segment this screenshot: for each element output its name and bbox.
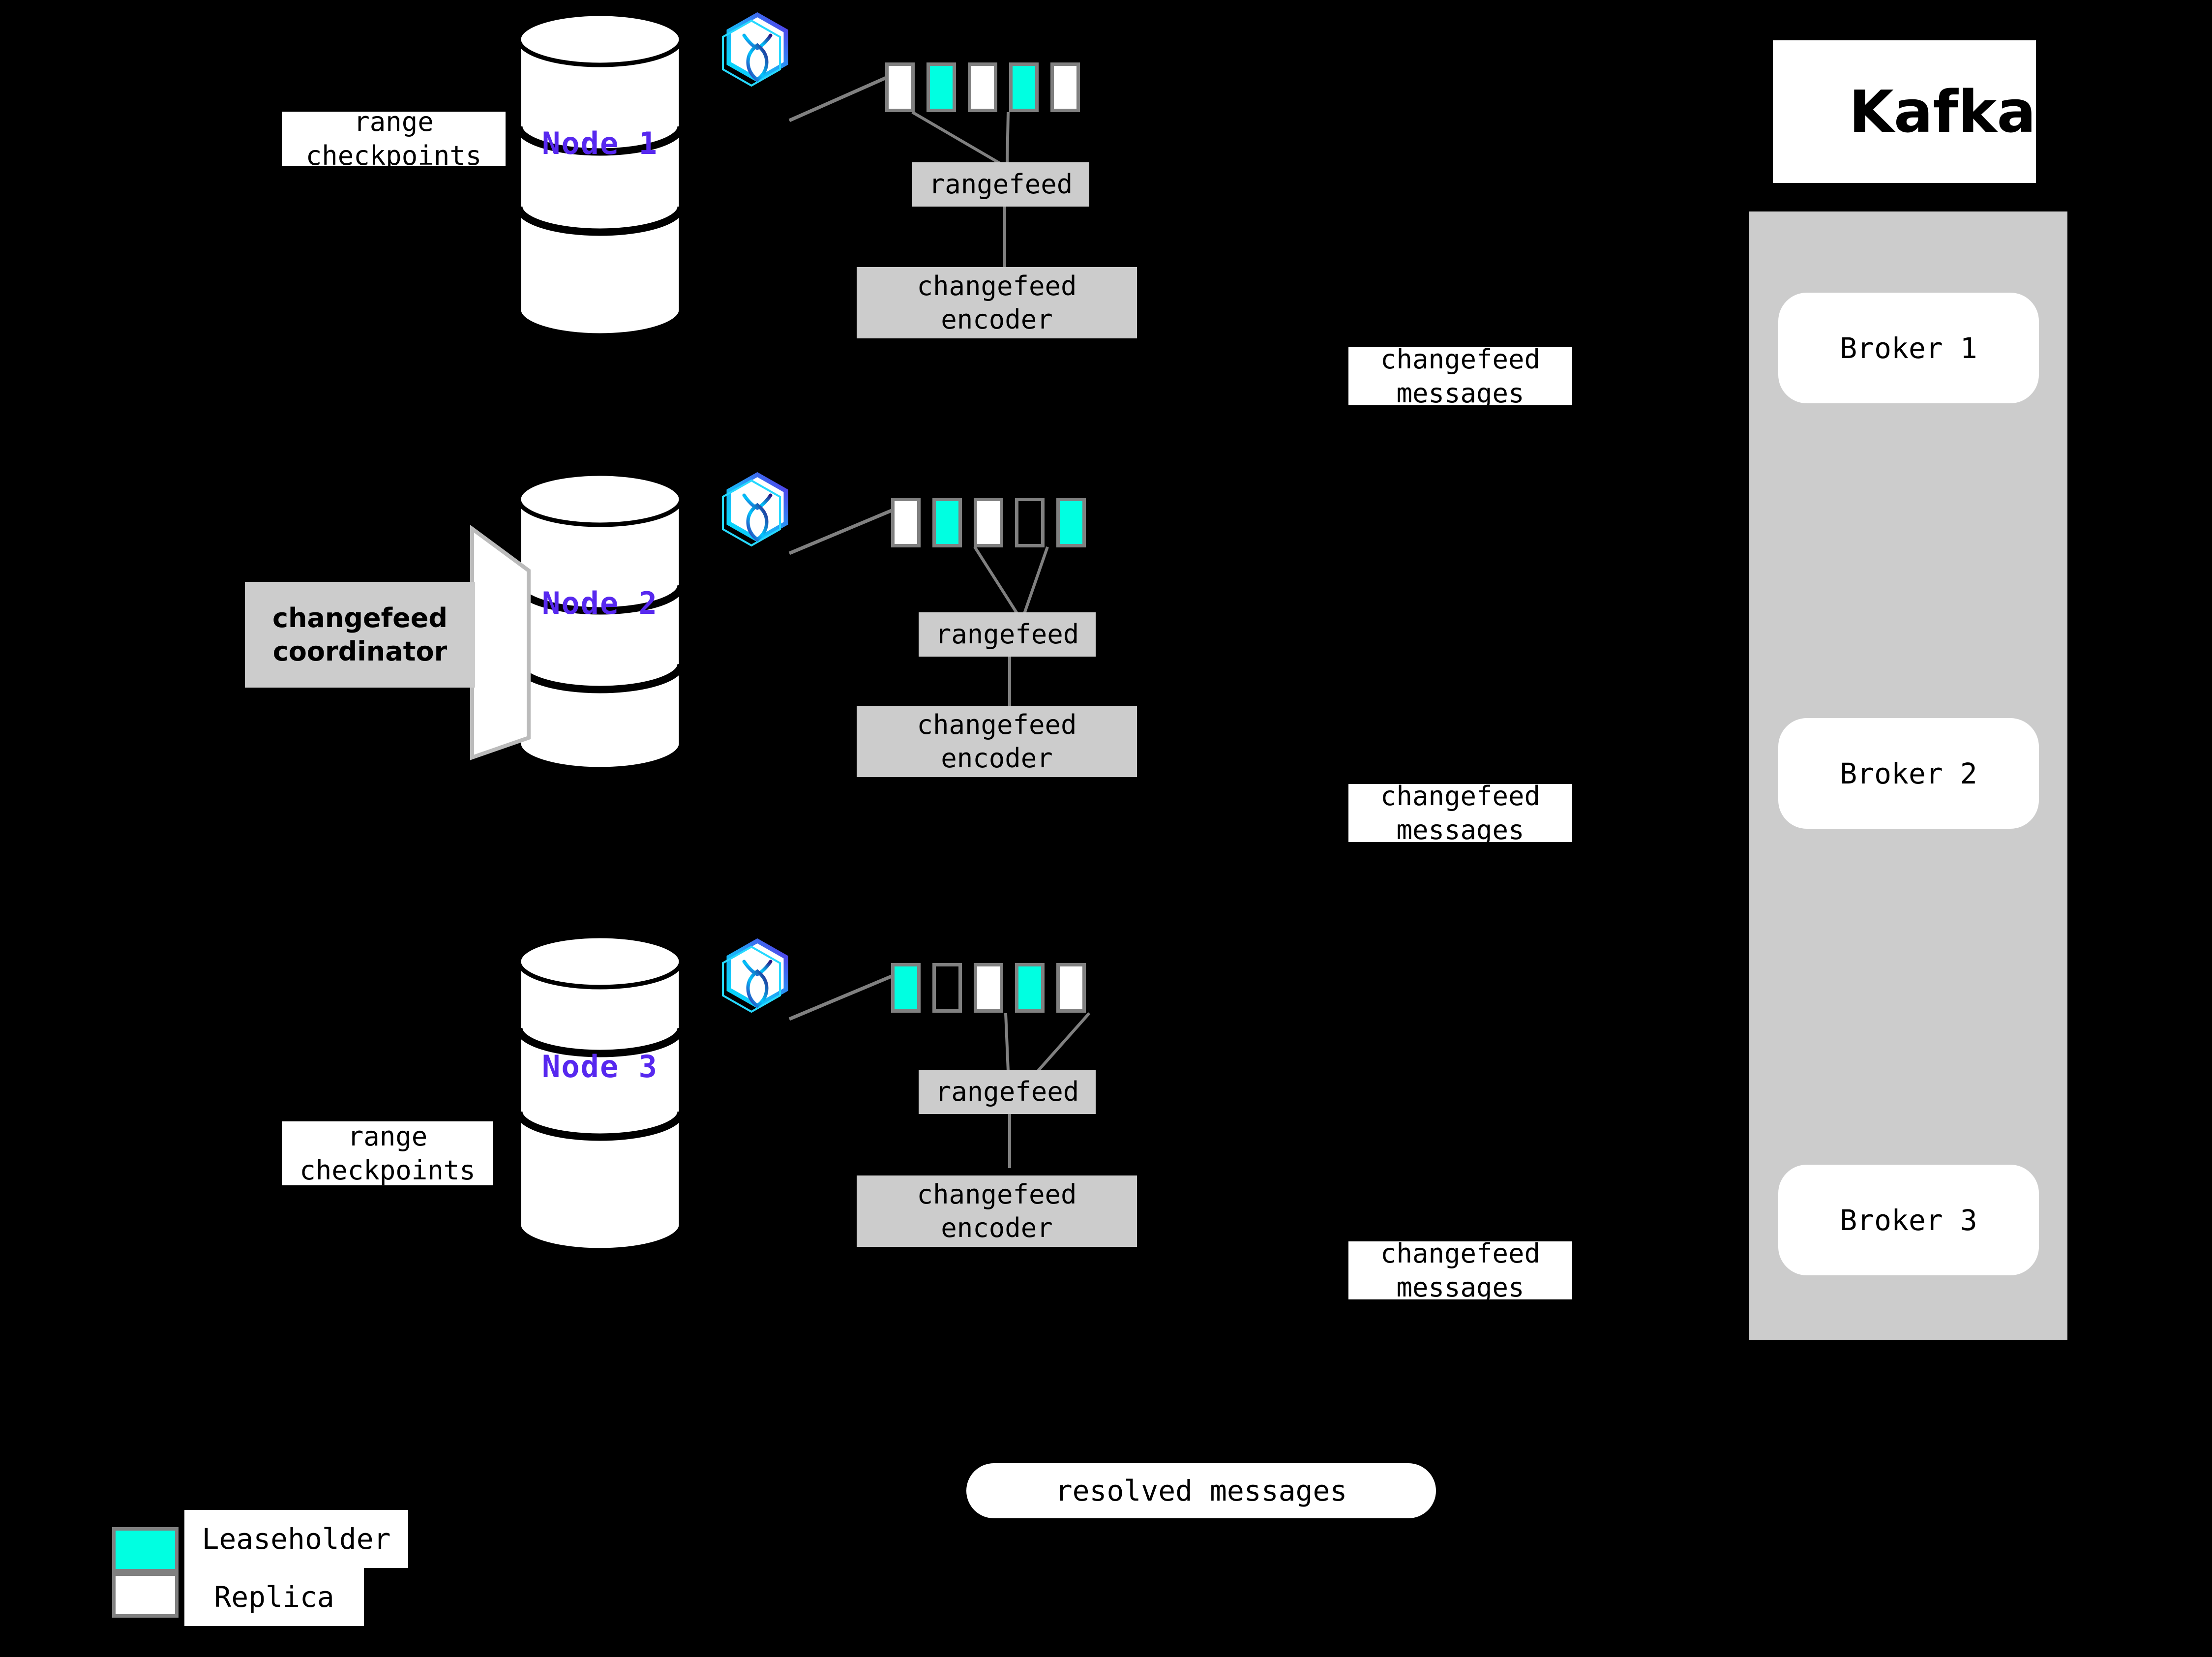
kafka-logo: Kafka [1773, 40, 2036, 183]
messages-line1: changefeed [1380, 780, 1541, 812]
node-1-rangefeed-box[interactable]: rangefeed [912, 162, 1089, 207]
range-cell[interactable] [932, 963, 962, 1013]
coordinator-line1: changefeed [272, 603, 448, 633]
range-cell[interactable] [1056, 498, 1086, 547]
range-cell[interactable] [1056, 963, 1086, 1013]
node-2-ranges [891, 498, 1086, 547]
changefeed-coordinator-box[interactable]: changefeed coordinator [245, 582, 475, 688]
messages-line2: messages [1396, 1272, 1524, 1303]
kafka-logo-text: Kafka [1849, 78, 2036, 146]
broker-3[interactable]: Broker 3 [1778, 1165, 2039, 1275]
resolved-messages-pill[interactable]: resolved messages [966, 1463, 1436, 1518]
encoder-label-line1: changefeed [917, 709, 1077, 740]
node-2-rangefeed-box[interactable]: rangefeed [919, 612, 1096, 657]
messages-line2: messages [1396, 814, 1524, 845]
changefeed-messages-label-2: changefeed messages [1348, 781, 1572, 845]
node-2-changefeed-encoder-box[interactable]: changefeed encoder [857, 706, 1137, 777]
cockroachdb-hexagon-icon-node2 [722, 472, 788, 547]
messages-line1: changefeed [1380, 343, 1541, 375]
node-2-cylinder [515, 471, 685, 772]
node-3-ranges [891, 963, 1086, 1013]
legend-text: Replica [214, 1580, 334, 1614]
encoder-label-line2: encoder [941, 1212, 1053, 1243]
range-cell[interactable] [1015, 498, 1045, 547]
broker-1[interactable]: Broker 1 [1778, 293, 2039, 403]
resolved-messages-label: resolved messages [1055, 1474, 1347, 1507]
node-3-label: Node 3 [542, 1049, 658, 1085]
node-1-cylinder [515, 11, 685, 338]
encoder-label-line1: changefeed [917, 271, 1077, 301]
encoder-label-line2: encoder [941, 303, 1053, 335]
legend-swatch-replica [112, 1572, 179, 1618]
range-cell[interactable] [891, 498, 921, 547]
checkpoint-line1: range [354, 112, 434, 137]
legend-label-leaseholder: Leaseholder [184, 1510, 408, 1568]
node-1-changefeed-encoder-box[interactable]: changefeed encoder [857, 267, 1137, 338]
changefeed-messages-label-1: changefeed messages [1348, 344, 1572, 409]
range-cell[interactable] [1015, 963, 1045, 1013]
changefeed-messages-label-3: changefeed messages [1348, 1238, 1572, 1303]
node-3-changefeed-encoder-box[interactable]: changefeed encoder [857, 1175, 1137, 1247]
legend-text: Leaseholder [202, 1522, 391, 1556]
messages-line1: changefeed [1380, 1237, 1541, 1269]
broker-label: Broker 3 [1840, 1203, 1977, 1237]
range-cell[interactable] [974, 963, 1003, 1013]
node-3-range-checkpoints-label: range checkpoints [282, 1120, 493, 1186]
range-cell[interactable] [885, 62, 915, 112]
cockroachdb-hexagon-icon-node1 [722, 12, 788, 87]
range-cell[interactable] [932, 498, 962, 547]
coordinator-pointer [470, 525, 531, 760]
broker-label: Broker 2 [1840, 756, 1977, 790]
range-cell[interactable] [968, 62, 997, 112]
coordinator-line2: coordinator [272, 635, 448, 667]
node-2-label: Node 2 [542, 585, 658, 621]
node-1-label: Node 1 [542, 125, 658, 161]
node-1-ranges [885, 62, 1080, 112]
range-cell[interactable] [974, 498, 1003, 547]
checkpoint-line1: range [347, 1120, 428, 1152]
rangefeed-label: rangefeed [935, 1076, 1079, 1108]
range-cell[interactable] [891, 963, 921, 1013]
node-1-range-checkpoints-label: range checkpoints [282, 112, 506, 166]
checkpoint-line2: checkpoints [299, 1155, 476, 1186]
range-cell[interactable] [1050, 62, 1080, 112]
rangefeed-label: rangefeed [928, 169, 1073, 200]
rangefeed-label: rangefeed [935, 619, 1079, 650]
legend-label-replica: Replica [184, 1568, 364, 1626]
encoder-label-line2: encoder [941, 742, 1053, 774]
checkpoint-line2: checkpoints [305, 140, 482, 166]
node-3-rangefeed-box[interactable]: rangefeed [919, 1070, 1096, 1114]
legend-swatch-leaseholder [112, 1527, 179, 1572]
range-cell[interactable] [1009, 62, 1039, 112]
broker-2[interactable]: Broker 2 [1778, 718, 2039, 829]
cockroachdb-hexagon-icon-node3 [722, 938, 788, 1013]
node-3-cylinder [515, 934, 685, 1253]
encoder-label-line1: changefeed [917, 1179, 1077, 1210]
messages-line2: messages [1396, 378, 1524, 409]
broker-label: Broker 1 [1840, 331, 1977, 365]
range-cell[interactable] [927, 62, 956, 112]
